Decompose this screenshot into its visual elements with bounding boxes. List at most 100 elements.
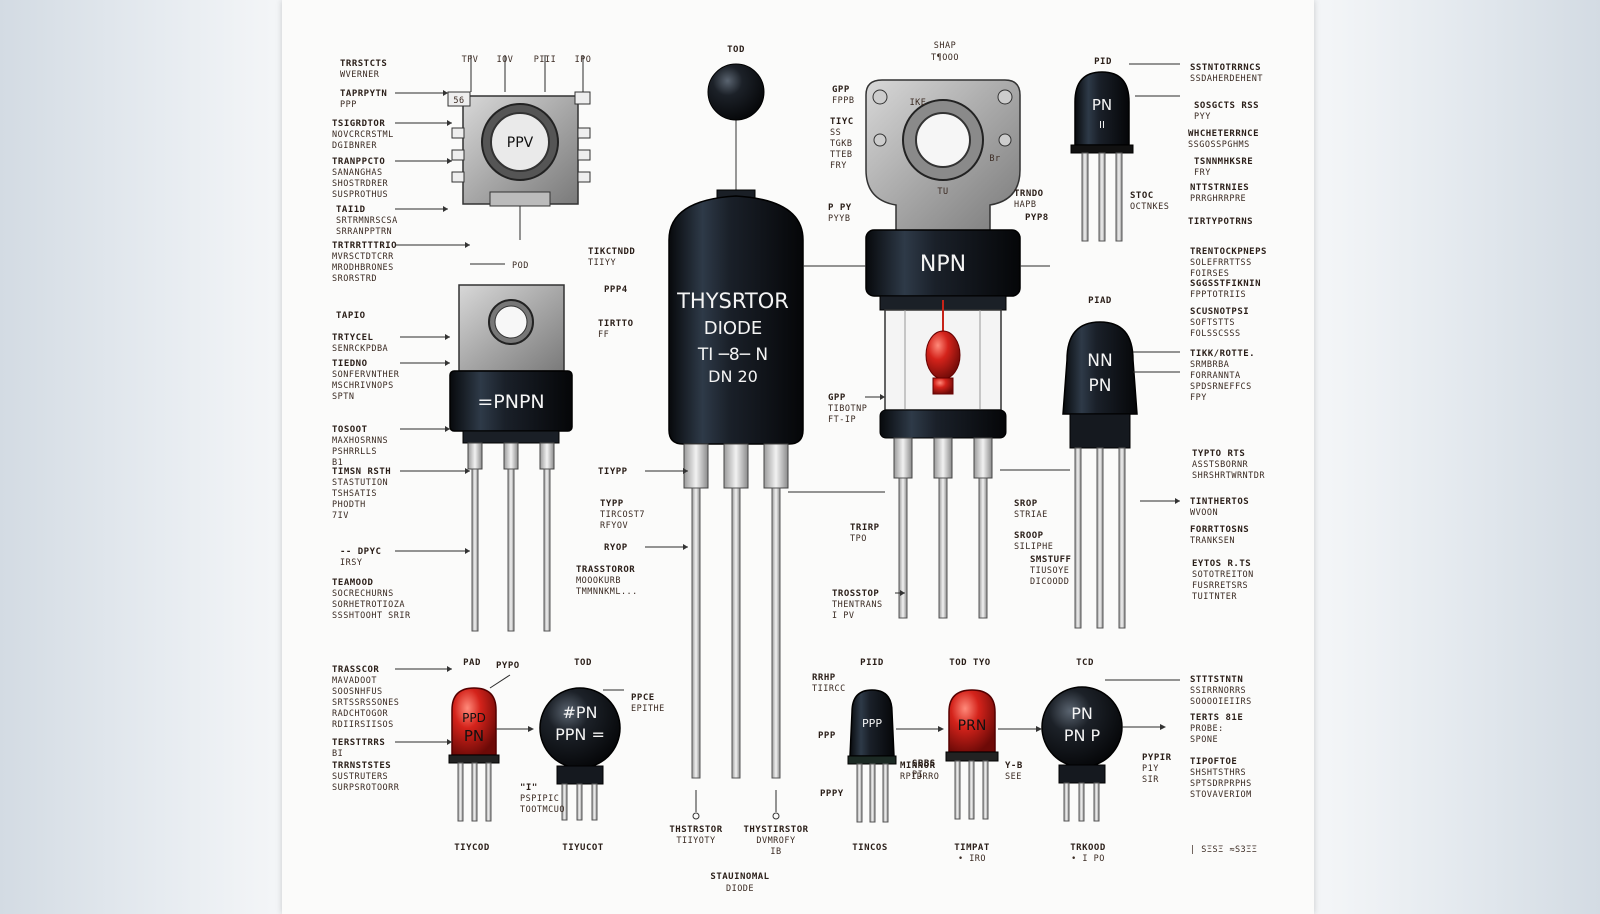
npn-dome-line2: PN: [1089, 376, 1112, 396]
callout-label-line: TRRSTCTS: [340, 59, 387, 69]
black-round-bottom: TCD PN PN P: [1041, 658, 1180, 822]
callout-label-line: SROP: [1014, 499, 1038, 509]
thyristor-top-label: TOD: [727, 45, 745, 55]
callout-label-line: TRASSTOROR: [576, 565, 635, 575]
callout-label-line: FORRTTOSNS: [1190, 525, 1249, 535]
callout-label: PPPY: [820, 789, 843, 799]
callout-label-line: TIUSOYE: [1030, 566, 1069, 576]
callout-label-line: TRENTOCKPNEPS: [1190, 247, 1267, 257]
callout-label-line: SHSHTSTHRS: [1190, 768, 1246, 778]
callout-label-line: SIR: [1142, 775, 1159, 785]
callout-label-line: TSHSATIS: [332, 489, 377, 499]
npn-bridge-top-label: SHAP: [934, 41, 956, 51]
callout-label: PYPO: [496, 661, 520, 671]
callout-label-line: PYPO: [496, 661, 520, 671]
black-round-left-line1: #PN: [562, 703, 597, 722]
callout-label-line: EPITHE: [631, 704, 665, 714]
callout-label-line: PI: [912, 770, 923, 780]
callout-label-line: SENRCKPDBA: [332, 344, 388, 354]
callout-label-line: MAVADOOT: [332, 676, 377, 686]
callout-label-line: TRANKSEN: [1190, 536, 1235, 546]
callout-label-line: PSPIPIC: [520, 794, 559, 804]
callout-label-line: TIEDNO: [332, 359, 368, 369]
small-black-bottom-marking: PPP: [862, 717, 882, 730]
callout-label-line: TOSOOT: [332, 425, 368, 435]
callout-label: TIYUCOT: [562, 843, 603, 853]
callout-label-line: PSHRRLLS: [332, 447, 377, 457]
callout-label: TRKOOD• I PO: [1070, 843, 1106, 864]
diagram-caption: STAUINOMAL: [710, 872, 769, 882]
npn-bridge-hole-label: ΙΚΕ: [910, 98, 927, 108]
callout-label-line: TRANPPCTO: [332, 157, 385, 167]
callout-label-line: TRIRP: [850, 523, 880, 533]
ic-chip-top-label: ΙΟV: [497, 55, 514, 65]
callout-label-line: SPDSRNEFFCS: [1190, 382, 1252, 392]
callout-label-line: TIYPP: [598, 467, 628, 477]
callout-label-line: MOOOKURB: [576, 576, 621, 586]
ic-chip-pad: [451, 149, 465, 161]
callout-label-line: SURPSROTOORR: [332, 783, 400, 793]
callout-label-line: PYY: [1194, 112, 1211, 122]
black-round-bottom-top-label: TCD: [1076, 658, 1094, 668]
callout-arrow: [465, 468, 470, 474]
callout-label-line: TUITNTER: [1192, 592, 1237, 602]
npn-bridge-inner-element: [925, 330, 961, 380]
thyristor-gate-bulb: [707, 63, 765, 121]
callout-label: TIRTYPOTRNS: [1188, 217, 1253, 227]
callout-label-line: TYPP: [600, 499, 624, 509]
callout-label-line: FOLSSCSSS: [1190, 329, 1241, 339]
callout-label-line: TIIYOTY: [676, 836, 715, 846]
callout-label-line: STOC: [1130, 191, 1154, 201]
ic-chip-die: [490, 112, 550, 172]
callout-label-line: TIRCOST7: [600, 510, 645, 520]
red-led-left-top-label: PAD: [463, 658, 481, 668]
callout-label-line: TIKK/ROTTE.: [1190, 349, 1255, 359]
callout-label-line: SSTNTOTRRNCS: [1190, 63, 1261, 73]
callout-arrow: [1175, 498, 1180, 504]
callout-label-line: MVRSCTDTCRR: [332, 252, 394, 262]
callout-arrow: [880, 394, 885, 400]
callout-label-line: SOOOOIEIIRS: [1190, 697, 1252, 707]
callout-label-line: TIRTYPOTRNS: [1188, 217, 1253, 227]
callout-label-line: NOVCRCRSTML: [332, 130, 394, 140]
callout-label-line: TRKOOD: [1070, 843, 1106, 853]
callout-label-line: WVERNER: [340, 70, 380, 80]
callout-label: TRASSTORORMOOOKURBTMMNNKML...: [576, 565, 637, 597]
thyristor-diode: TOD THYSRTOR DIODE TI ─8─ N DN 20: [668, 45, 804, 820]
callout-arrow: [445, 360, 450, 366]
callout-label-line: TIIRCC: [812, 684, 846, 694]
ic-chip-pad: [574, 91, 591, 105]
callout-arrow: [445, 426, 450, 432]
callout-label-line: STOVAVERIOM: [1190, 790, 1252, 800]
callout-label-line: RADCHTOGOR: [332, 709, 389, 719]
callout-label-line: TINCOS: [852, 843, 888, 853]
black-round-left: TOD #PN PPN =: [539, 658, 624, 821]
callout-label-line: SPTN: [332, 392, 354, 402]
thyristor-pin: [731, 487, 741, 779]
red-led-bottom: TOD TYO PRN: [945, 658, 1042, 820]
callout-label-line: -- DPYC: [340, 547, 381, 557]
callout-label-line: TIMPAT: [954, 843, 990, 853]
callout-label-line: RYOP: [604, 543, 628, 553]
